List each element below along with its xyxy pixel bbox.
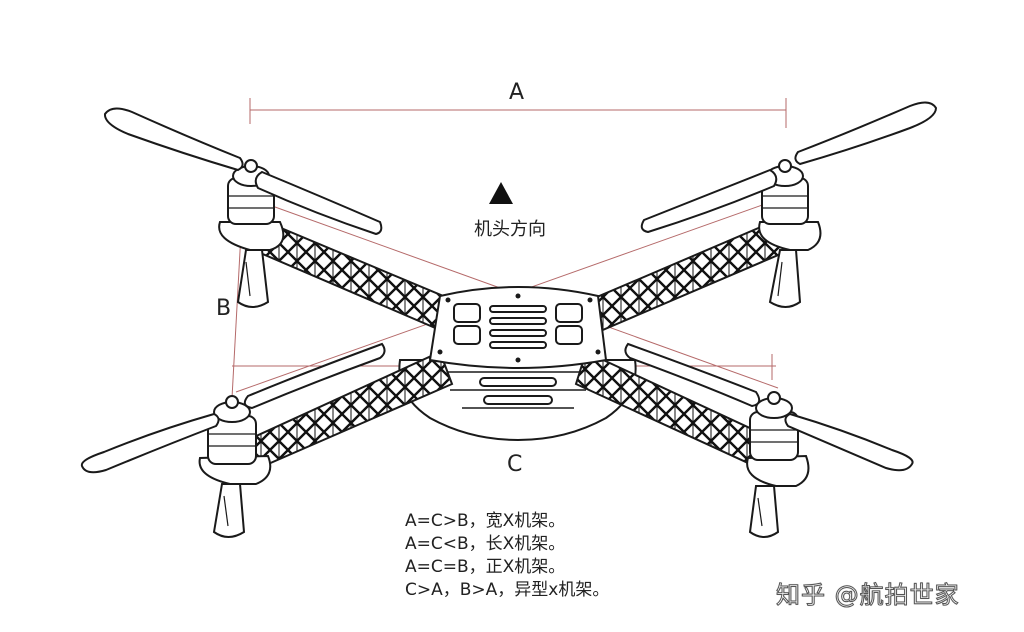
frame-type-rules: A=C>B，宽X机架。 A=C<B，长X机架。 A=C=B，正X机架。 C>A，… <box>405 510 609 602</box>
propellers <box>80 101 938 474</box>
propeller-front-right-b <box>640 168 778 234</box>
motor-rear-left <box>198 395 272 538</box>
propeller-rear-right-b <box>624 342 761 408</box>
center-plate <box>428 286 608 369</box>
dimension-label-c: C <box>507 452 523 477</box>
dimension-label-b: B <box>216 296 232 321</box>
propeller-rear-left-b <box>243 342 386 410</box>
heading-arrow-icon <box>489 182 513 204</box>
dimension-label-a: A <box>509 80 525 105</box>
propeller-front-right-a <box>794 101 938 166</box>
rule-line: C>A，B>A，异型x机架。 <box>405 580 610 600</box>
rule-line: A=C<B，长X机架。 <box>405 534 566 554</box>
watermark: 知乎 @航拍世家 <box>776 581 960 610</box>
propeller-front-left-b <box>254 170 383 236</box>
propeller-front-left-a <box>103 107 244 172</box>
rule-line: A=C>B，宽X机架。 <box>405 511 566 531</box>
motor-rear-right <box>746 391 810 538</box>
propeller-rear-right-a <box>784 412 914 472</box>
frame-arms <box>228 208 806 480</box>
propeller-rear-left-a <box>80 412 220 474</box>
rule-line: A=C=B，正X机架。 <box>405 557 566 577</box>
heading-label: 机头方向 <box>474 219 546 240</box>
